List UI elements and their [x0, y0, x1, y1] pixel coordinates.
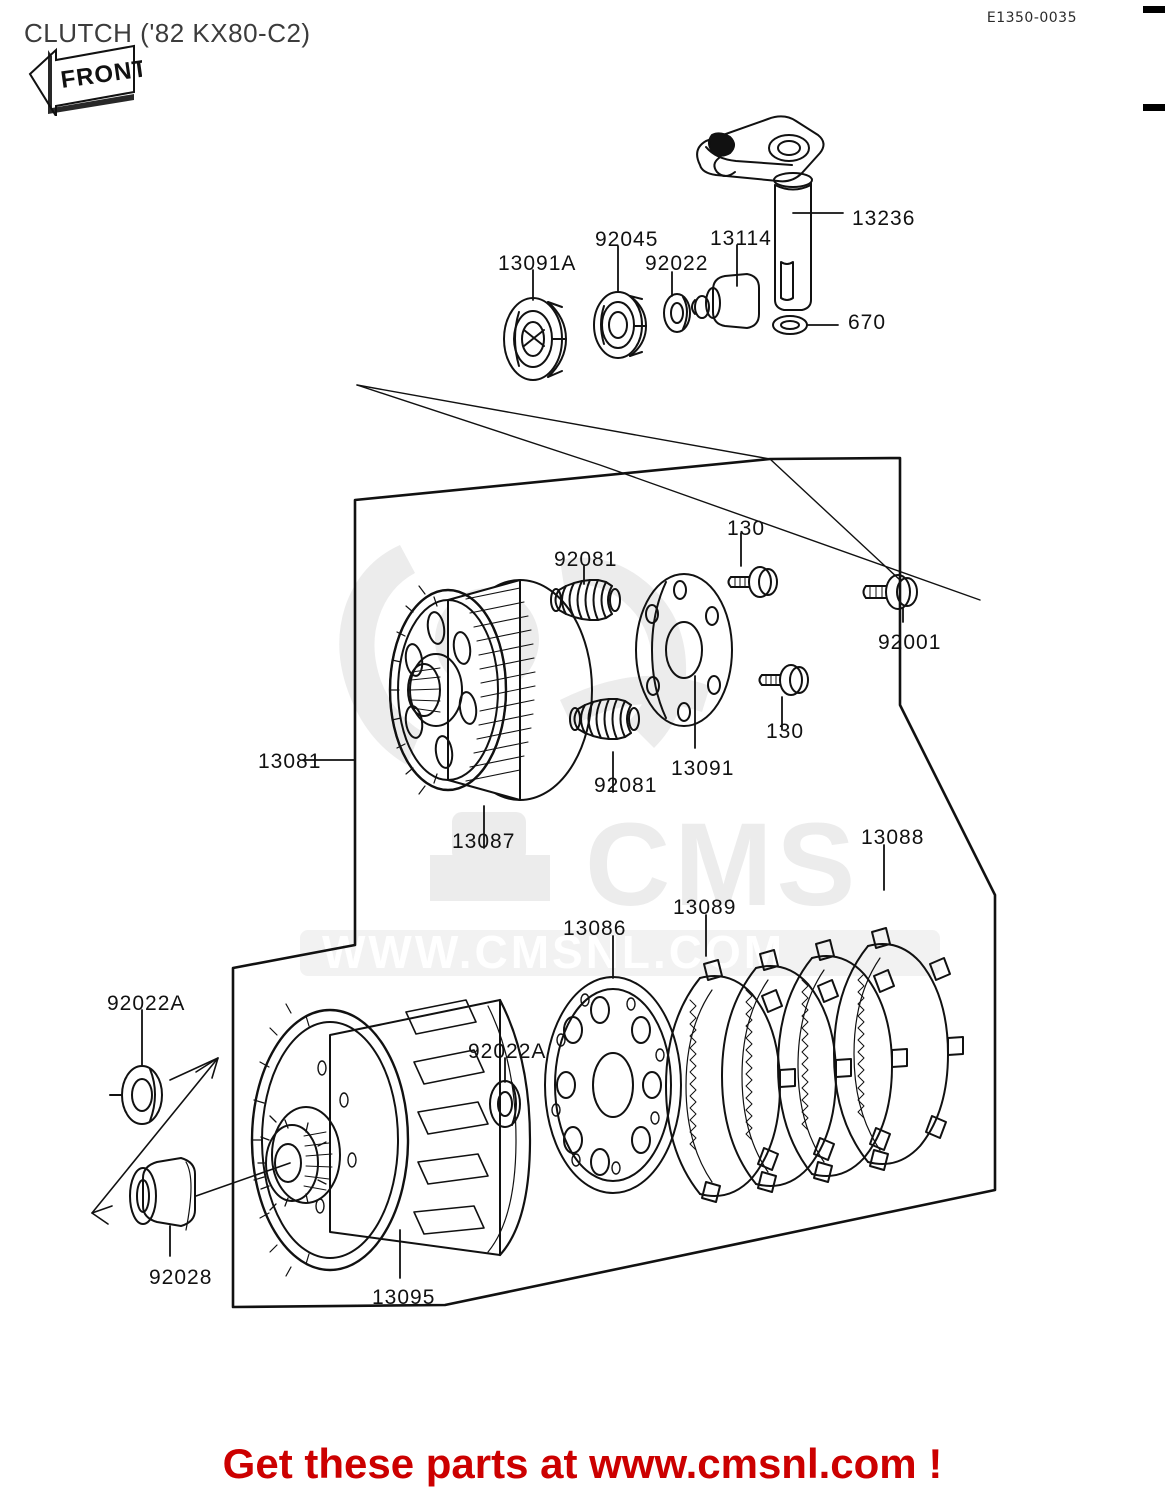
- callout-clutch-release-pusher[interactable]: 13114: [710, 227, 772, 250]
- callout-leaders: [141, 212, 904, 1279]
- part-670: [772, 315, 808, 335]
- part-13086: [544, 976, 682, 1194]
- callout-clutch-assembly[interactable]: 13081: [258, 750, 322, 773]
- part-13236: [696, 115, 825, 311]
- part-130-lower: [758, 664, 809, 696]
- part-13114: [691, 273, 760, 329]
- callout-clutch-spring-lower[interactable]: 92081: [594, 774, 658, 797]
- part-92022A-left: [109, 1065, 163, 1125]
- clutch-plate: [665, 959, 796, 1203]
- callout-washer[interactable]: 92022: [645, 252, 709, 275]
- callout-bolt[interactable]: 92001: [878, 631, 942, 654]
- callout-clutch-spring-plate[interactable]: 13091: [671, 757, 735, 780]
- part-92045: [593, 291, 647, 359]
- callout-o-ring[interactable]: 670: [848, 311, 887, 334]
- callout-clutch-release-lever[interactable]: 13236: [852, 207, 916, 230]
- part-92081-upper: [550, 579, 621, 621]
- callout-clutch-pressure-plate[interactable]: 13086: [563, 917, 627, 940]
- part-92028: [129, 1157, 196, 1231]
- front-direction-badge: FRONT: [28, 44, 142, 116]
- svg-text:CMS: CMS: [585, 799, 859, 931]
- part-92001: [862, 574, 918, 610]
- edge-tick-second: [1143, 104, 1165, 111]
- part-13095: [250, 998, 532, 1277]
- callout-clutch-housing[interactable]: 13095: [372, 1286, 436, 1309]
- callout-clutch-hub[interactable]: 13087: [452, 830, 516, 853]
- part-13091: [635, 573, 733, 727]
- assembly-arrow-leaders: [91, 1057, 291, 1225]
- callout-bolt-upper[interactable]: 130: [727, 517, 766, 540]
- part-13091A: [503, 297, 567, 381]
- callout-ball-bearing[interactable]: 92045: [595, 228, 659, 251]
- callout-washer-right[interactable]: 92022A: [468, 1040, 547, 1063]
- part-130-upper: [727, 566, 778, 598]
- callout-clutch-spring-upper[interactable]: 92081: [554, 548, 618, 571]
- page-title: CLUTCH ('82 KX80-C2): [24, 18, 311, 48]
- clutch-plate: [777, 939, 908, 1183]
- callout-clutch-release-collar[interactable]: 13091A: [498, 252, 577, 275]
- callout-bolt-lower[interactable]: 130: [766, 720, 805, 743]
- callout-washer-left[interactable]: 92022A: [107, 992, 186, 1015]
- part-13089-13088-stack: [665, 927, 964, 1203]
- callout-clutch-steel-plate[interactable]: 13089: [673, 896, 737, 919]
- part-92081-lower: [569, 698, 640, 740]
- footer-cta[interactable]: Get these parts at www.cmsnl.com !: [222, 1440, 943, 1487]
- callout-bushing[interactable]: 92028: [149, 1266, 213, 1289]
- assembly-boundary: [231, 456, 997, 1309]
- clutch-plate: [721, 949, 852, 1193]
- sheet-code: E1350-0035: [986, 10, 1077, 26]
- edge-tick-top: [1143, 6, 1165, 13]
- callout-clutch-friction-plate[interactable]: 13088: [861, 826, 925, 849]
- part-13087: [388, 579, 593, 801]
- part-92022: [663, 293, 691, 333]
- clutch-plate: [833, 927, 964, 1171]
